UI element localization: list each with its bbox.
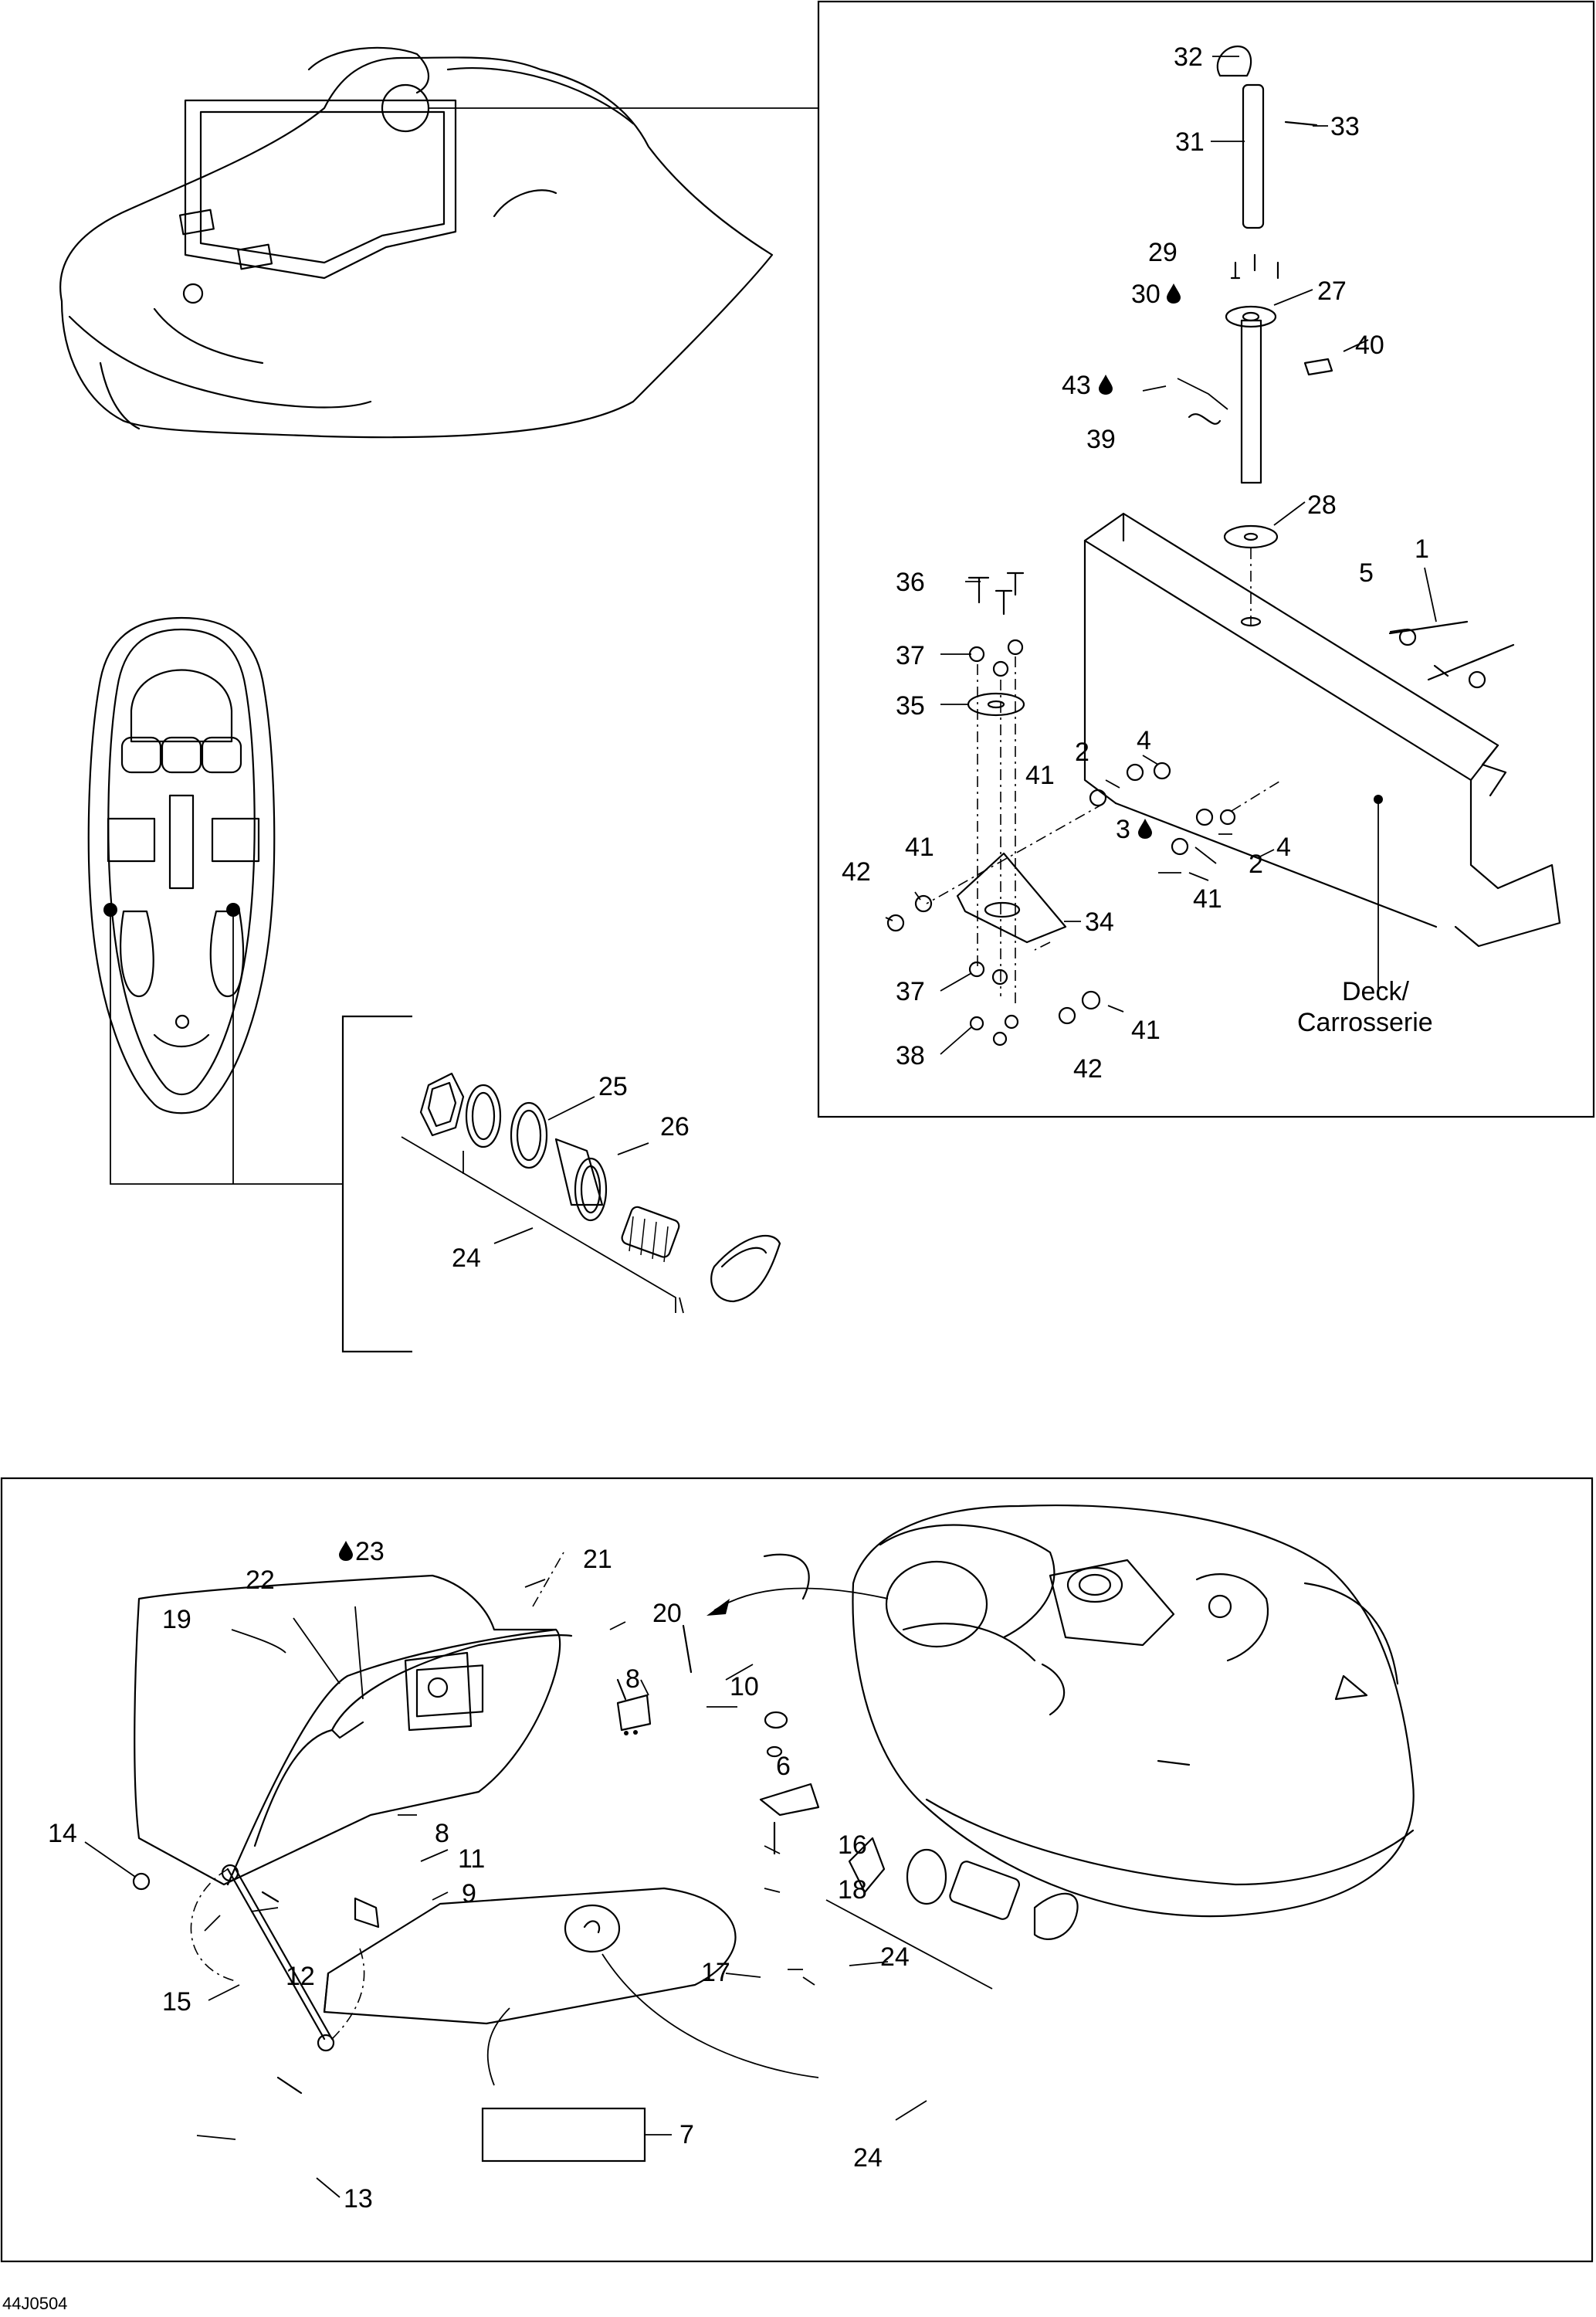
callout-37-bottom: 37 [896,977,925,1006]
callout-3: 3 [1116,815,1130,844]
callout-4-top: 4 [1137,726,1151,755]
callout-41-bottom: 41 [1131,1016,1161,1045]
diagram-code: 44J0504 [2,2294,67,2313]
callout-13: 13 [344,2184,373,2214]
hull-leader-lines [110,910,343,1185]
bracket-hardware [886,572,1515,1047]
callout-23: 23 [355,1537,385,1566]
callout-27: 27 [1317,276,1347,306]
callout-6: 6 [776,1752,791,1781]
callout-42-bottom: 42 [1073,1054,1103,1084]
callout-19: 19 [162,1605,191,1634]
label-box-7 [481,2107,646,2163]
callout-24-bottom: 24 [853,2143,883,2173]
callout-32: 32 [1174,42,1203,72]
callout-41-mid: 41 [1193,884,1222,914]
callout-36: 36 [896,568,925,597]
callout-35: 35 [896,691,925,721]
callout-22: 22 [246,1566,275,1595]
callout-40: 40 [1355,331,1384,360]
callout-8-bottom: 8 [435,1819,449,1848]
top-right-detail-frame [817,0,1595,1118]
callout-leader-lines [84,56,1437,2198]
callout-41-left: 41 [905,833,934,862]
deck-panel [1083,512,1561,948]
oil-drop-icon [1138,819,1152,839]
hull-plan-view [87,616,276,1114]
callout-33: 33 [1330,112,1360,141]
callout-21: 21 [583,1545,612,1574]
callout-24-side: 24 [452,1243,481,1273]
callout-39: 39 [1086,425,1116,454]
oil-drop-icon [1167,283,1181,304]
oil-drop-icon [339,1541,353,1561]
callout-42-top: 42 [842,857,871,887]
callout-11: 11 [458,1844,485,1874]
callout-43: 43 [1062,371,1091,400]
callout-4-right: 4 [1276,833,1291,862]
callout-26: 26 [660,1112,690,1142]
callout-37-top: 37 [896,641,925,670]
watercraft-side-view [852,1505,1415,1918]
arrow-to-compartment [713,1587,889,1611]
callout-34: 34 [1085,907,1114,937]
callout-17: 17 [701,1958,730,1987]
callout-7: 7 [679,2120,694,2149]
callout-28: 28 [1307,490,1337,520]
callout-1: 1 [1415,534,1429,564]
deck-label-line1: Deck/ [1342,977,1409,1006]
callout-14: 14 [48,1819,77,1848]
handle-post-assembly [1177,45,1333,626]
callout-9: 9 [462,1879,476,1908]
callout-25: 25 [598,1072,628,1101]
callout-16: 16 [838,1830,867,1860]
callout-29: 29 [1148,238,1178,267]
callout-8-top: 8 [625,1664,640,1694]
callout-24-bracket: 24 [880,1942,910,1972]
callout-numbers: 32 31 33 29 30 27 40 43 39 28 1 5 36 37 … [2,42,1433,2313]
callout-41-top: 41 [1025,761,1055,790]
callout-31: 31 [1175,127,1205,157]
callout-15: 15 [162,1987,191,2017]
callout-5: 5 [1359,558,1374,588]
callout-38: 38 [896,1041,925,1070]
drain-plug-assembly-top [401,1072,781,1314]
callout-18: 18 [838,1875,867,1905]
oil-drop-icon [1099,375,1113,395]
callout-2-top: 2 [1075,738,1089,767]
watercraft-rear-view [59,46,774,439]
deck-label-line2: Carrosserie [1297,1008,1433,1037]
storage-compartment-assembly [132,1552,1079,2163]
side-bracket-frame [341,1015,412,1353]
callout-2-right: 2 [1249,850,1263,879]
callout-30: 30 [1131,280,1161,309]
callout-12: 12 [286,1962,315,1991]
callout-20: 20 [652,1599,682,1628]
callout-10: 10 [730,1672,759,1701]
bottom-detail-frame [0,1477,1594,2263]
